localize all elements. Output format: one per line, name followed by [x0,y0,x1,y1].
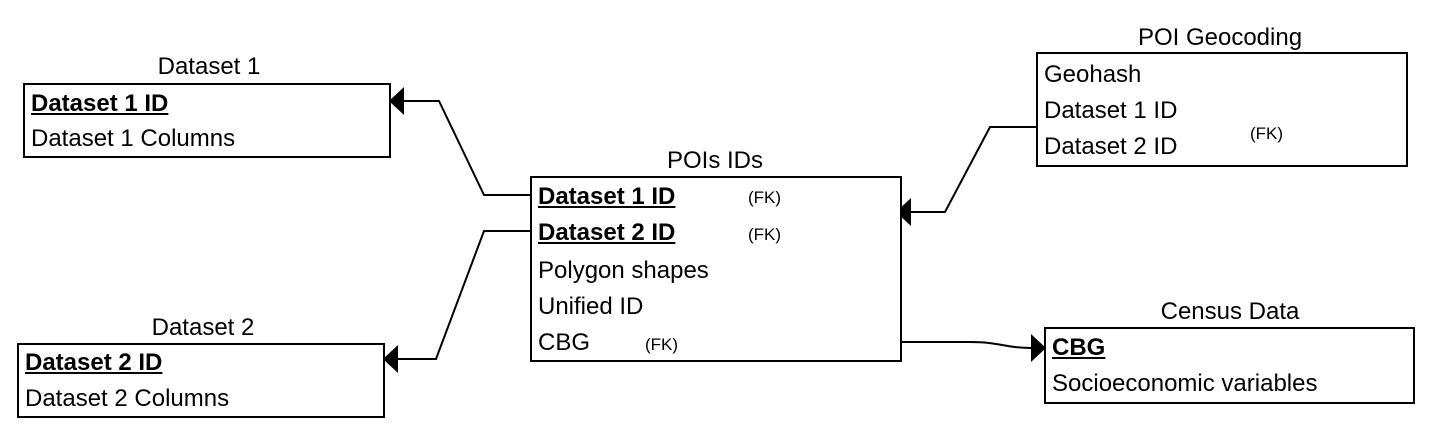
census-variables: Socioeconomic variables [1052,370,1318,397]
dataset1-title: Dataset 1 [157,53,261,80]
geocoding-dataset1-id: Dataset 1 ID [1044,97,1178,124]
link-geocoding-to-pois [911,126,1038,213]
dataset2-columns: Dataset 2 Columns [25,385,230,412]
geocoding-title: POI Geocoding [1137,24,1303,51]
census-title: Census Data [1160,298,1300,325]
pois-key-dataset2-fk: (FK) [748,225,782,244]
geocoding-geohash: Geohash [1044,61,1142,88]
dataset2-title: Dataset 2 [151,314,255,341]
pois-cbg: CBG [538,329,591,356]
dataset1-columns: Dataset 1 Columns [31,125,236,152]
pois-key-dataset1-fk: (FK) [748,188,782,207]
dataset1-entity[interactable]: Dataset 1 ID Dataset 1 Columns [23,83,391,158]
pois-key-dataset2: Dataset 2 ID [538,219,676,246]
census-entity[interactable]: CBG Socioeconomic variables [1044,327,1415,404]
geocoding-fk: (FK) [1250,124,1284,143]
pois-entity[interactable]: Dataset 1 ID (FK) Dataset 2 ID (FK) Poly… [530,176,902,362]
link-pois-to-dataset2 [398,230,532,360]
geocoding-dataset2-id: Dataset 2 ID [1044,133,1178,160]
pois-polygon-shapes: Polygon shapes [538,257,709,284]
dataset1-key: Dataset 1 ID [31,90,169,117]
arrowhead-dataset2 [383,345,398,373]
link-pois-to-dataset1 [404,100,532,196]
dataset2-key: Dataset 2 ID [25,349,163,376]
census-key-cbg: CBG [1052,334,1106,361]
pois-unified-id: Unified ID [538,293,644,320]
arrowhead-dataset1 [389,87,404,115]
pois-title: POIs IDs [666,147,763,174]
arrowhead-pois [896,198,911,226]
arrowhead-census [1031,334,1046,362]
pois-key-dataset1: Dataset 1 ID [538,183,676,210]
link-pois-to-census [900,341,1033,349]
pois-cbg-fk: (FK) [645,335,679,354]
geocoding-entity[interactable]: Geohash Dataset 1 ID Dataset 2 ID (FK) [1036,52,1408,167]
dataset2-entity[interactable]: Dataset 2 ID Dataset 2 Columns [17,343,385,418]
